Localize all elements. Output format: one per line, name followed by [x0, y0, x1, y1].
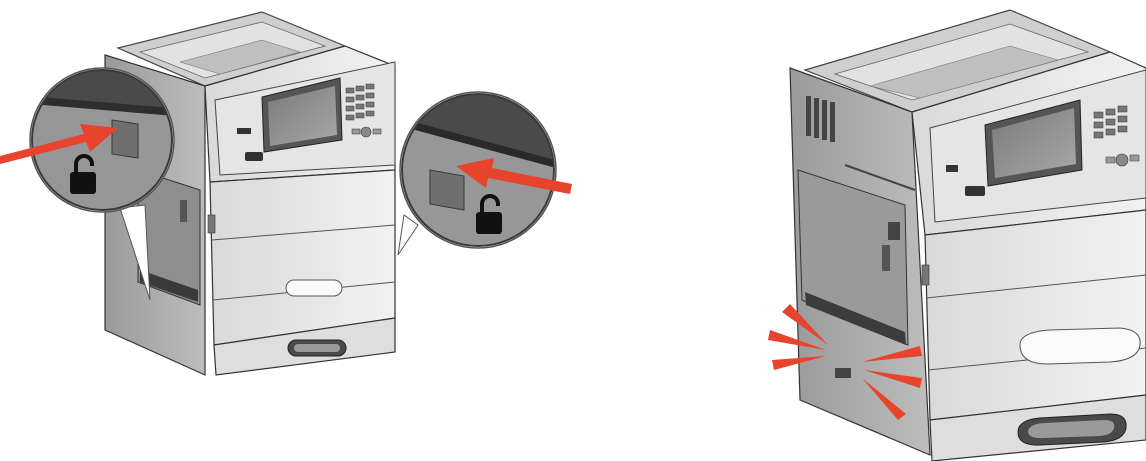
magnifier-right [400, 92, 572, 248]
printer-right [790, 10, 1146, 461]
magnifier-left [0, 68, 174, 212]
callout-pointer [398, 215, 418, 255]
